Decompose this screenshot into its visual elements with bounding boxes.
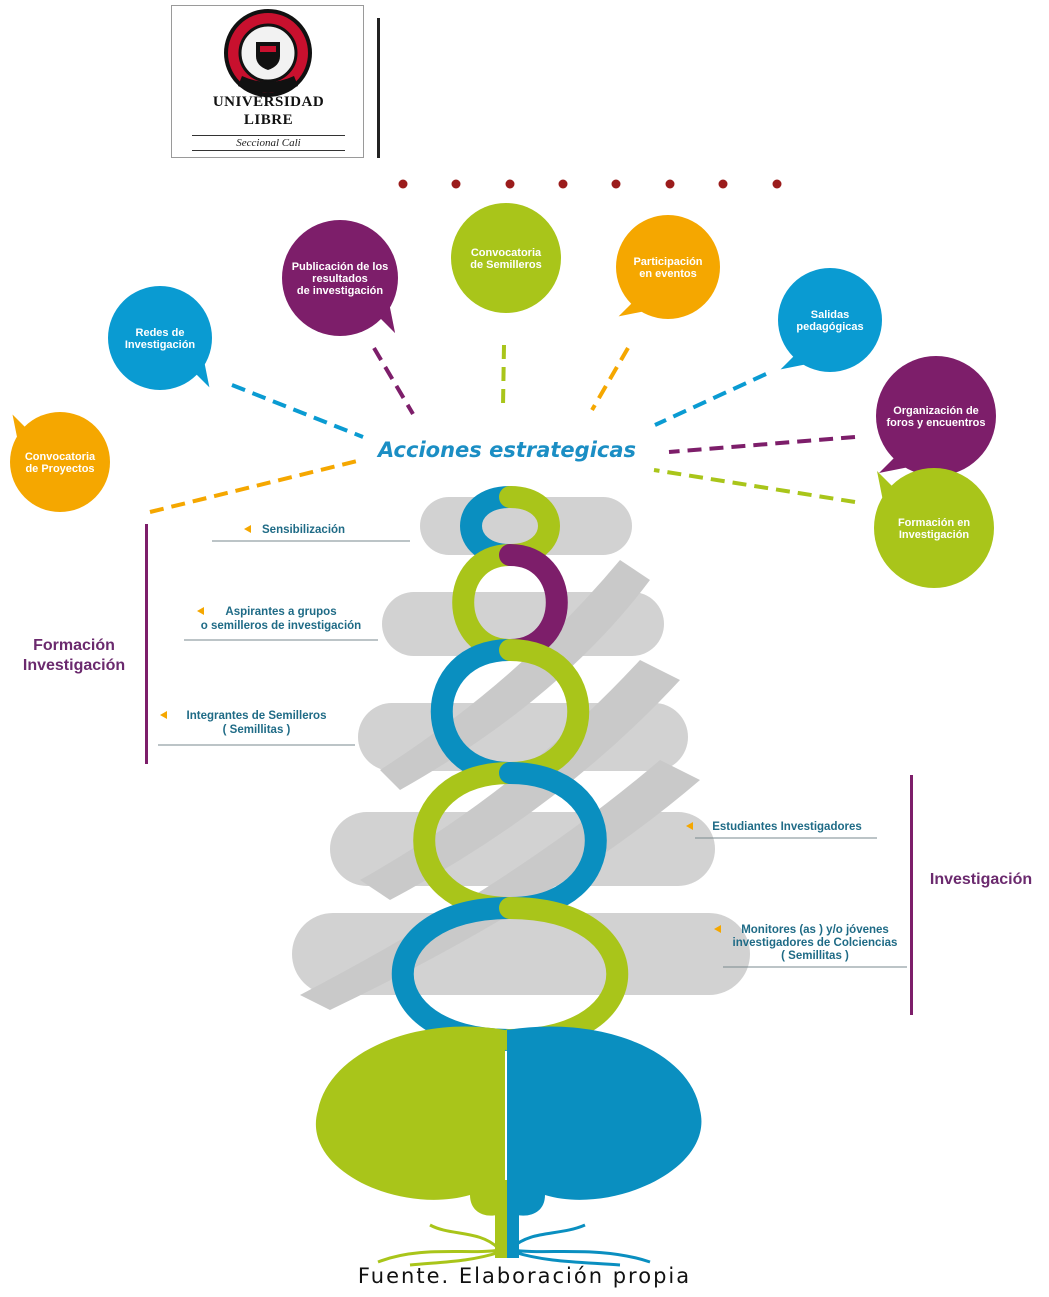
stage-right-1: Estudiantes Investigadores — [686, 821, 877, 839]
strategic-action-label: Participación — [633, 256, 702, 268]
decorative-dot — [665, 179, 675, 189]
tree-roots-left — [377, 1223, 501, 1267]
tree-roots-right — [510, 1223, 651, 1267]
stage-label: Sensibilización — [262, 524, 345, 536]
stage-label: ( Semillitas ) — [781, 950, 849, 962]
dashed-connector — [654, 372, 767, 427]
stage-label: Estudiantes Investigadores — [712, 821, 862, 833]
figure-caption: Fuente. Elaboración propia — [357, 1264, 692, 1288]
tree-canopy-left — [315, 1026, 505, 1216]
strategic-action-label: Salidas — [811, 309, 850, 321]
decorative-dot — [505, 179, 515, 189]
helix-shadow-bands — [292, 497, 750, 1010]
strategic-action-label: Investigación — [125, 339, 196, 351]
stage-left-3: Integrantes de Semilleros ( Semillitas ) — [158, 710, 355, 746]
decorative-dot — [398, 179, 408, 189]
logo-name-line2: LIBRE — [243, 112, 294, 128]
dashed-connector — [149, 459, 358, 514]
strategic-action-label: resultados — [312, 273, 368, 285]
tree-canopy-right — [507, 1026, 702, 1216]
dashed-connector — [590, 346, 630, 412]
central-title: Acciones estrategicas — [376, 438, 636, 462]
strategic-action-label: Redes de — [136, 327, 185, 339]
stage-left-2: Aspirantes a grupos o semilleros de inves… — [184, 606, 378, 641]
speech-bubble — [778, 268, 882, 372]
strategic-action-label: de investigación — [297, 285, 383, 297]
speech-bubble — [282, 220, 398, 336]
strategic-action-label: de Semilleros — [470, 259, 542, 271]
tree-trunk-left — [495, 1180, 507, 1258]
decorative-dot — [772, 179, 782, 189]
speech-bubble — [616, 215, 720, 319]
strategic-action-label: Investigación — [899, 529, 970, 541]
decorative-dot — [611, 179, 621, 189]
strategic-action-label: Convocatoria — [25, 451, 96, 463]
dashed-connector — [668, 435, 856, 454]
stage-label: Monitores (as ) y/o jóvenes — [741, 924, 889, 936]
strategic-action-label: pedagógicas — [796, 321, 863, 333]
stage-label: ( Semillitas ) — [223, 724, 291, 736]
left-group-bracket — [145, 524, 148, 764]
tree-trunk-right — [507, 1180, 519, 1258]
speech-bubble — [108, 286, 212, 390]
strategic-action-label: de Proyectos — [25, 463, 94, 475]
university-logo: UNIVERSIDAD LIBRE Seccional Cali — [171, 5, 364, 158]
right-group-label: Investigación — [930, 871, 1032, 888]
right-group-bracket — [910, 775, 913, 1015]
speech-bubble — [874, 468, 994, 588]
strategic-action-label: foros y encuentros — [886, 417, 985, 429]
orange-arrow-icon — [686, 822, 693, 830]
logo-name-line1: UNIVERSIDAD — [212, 94, 325, 110]
university-seal-icon — [224, 9, 312, 97]
decorative-dot — [558, 179, 568, 189]
dashed-connector — [231, 383, 364, 439]
speech-bubble — [876, 356, 996, 476]
stage-label: Integrantes de Semilleros — [187, 710, 327, 722]
stage-left-1: Sensibilización — [212, 524, 410, 542]
speech-bubble — [451, 203, 561, 313]
strategic-action-label: Publicación de los — [292, 261, 389, 273]
dashed-connector — [372, 346, 415, 416]
stage-label: Aspirantes a grupos — [225, 606, 336, 618]
logo-divider — [377, 18, 380, 158]
stage-right-2: Monitores (as ) y/o jóvenesinvestigadore… — [714, 924, 907, 968]
speech-bubble — [10, 412, 110, 512]
strategic-action-label: Organización de — [893, 405, 979, 417]
dashed-connector — [501, 344, 506, 407]
strategic-action-label: en eventos — [639, 268, 696, 280]
tree-illustration — [315, 1026, 702, 1267]
orange-arrow-icon — [160, 711, 167, 719]
stage-label: o semilleros de investigación — [201, 620, 361, 632]
orange-arrow-icon — [714, 925, 721, 933]
orange-arrow-icon — [244, 525, 251, 533]
strategic-action-label: Formación en — [898, 517, 970, 529]
dashed-connector — [653, 468, 856, 504]
left-group-label: Investigación — [23, 657, 125, 674]
decorative-dot — [718, 179, 728, 189]
stage-label: investigadores de Colciencias — [733, 937, 898, 949]
strategic-action-label: Convocatoria — [471, 247, 542, 259]
decorative-dot — [451, 179, 461, 189]
left-group-label: Formación — [33, 637, 115, 654]
logo-campus: Seccional Cali — [192, 135, 345, 151]
orange-arrow-icon — [197, 607, 204, 615]
